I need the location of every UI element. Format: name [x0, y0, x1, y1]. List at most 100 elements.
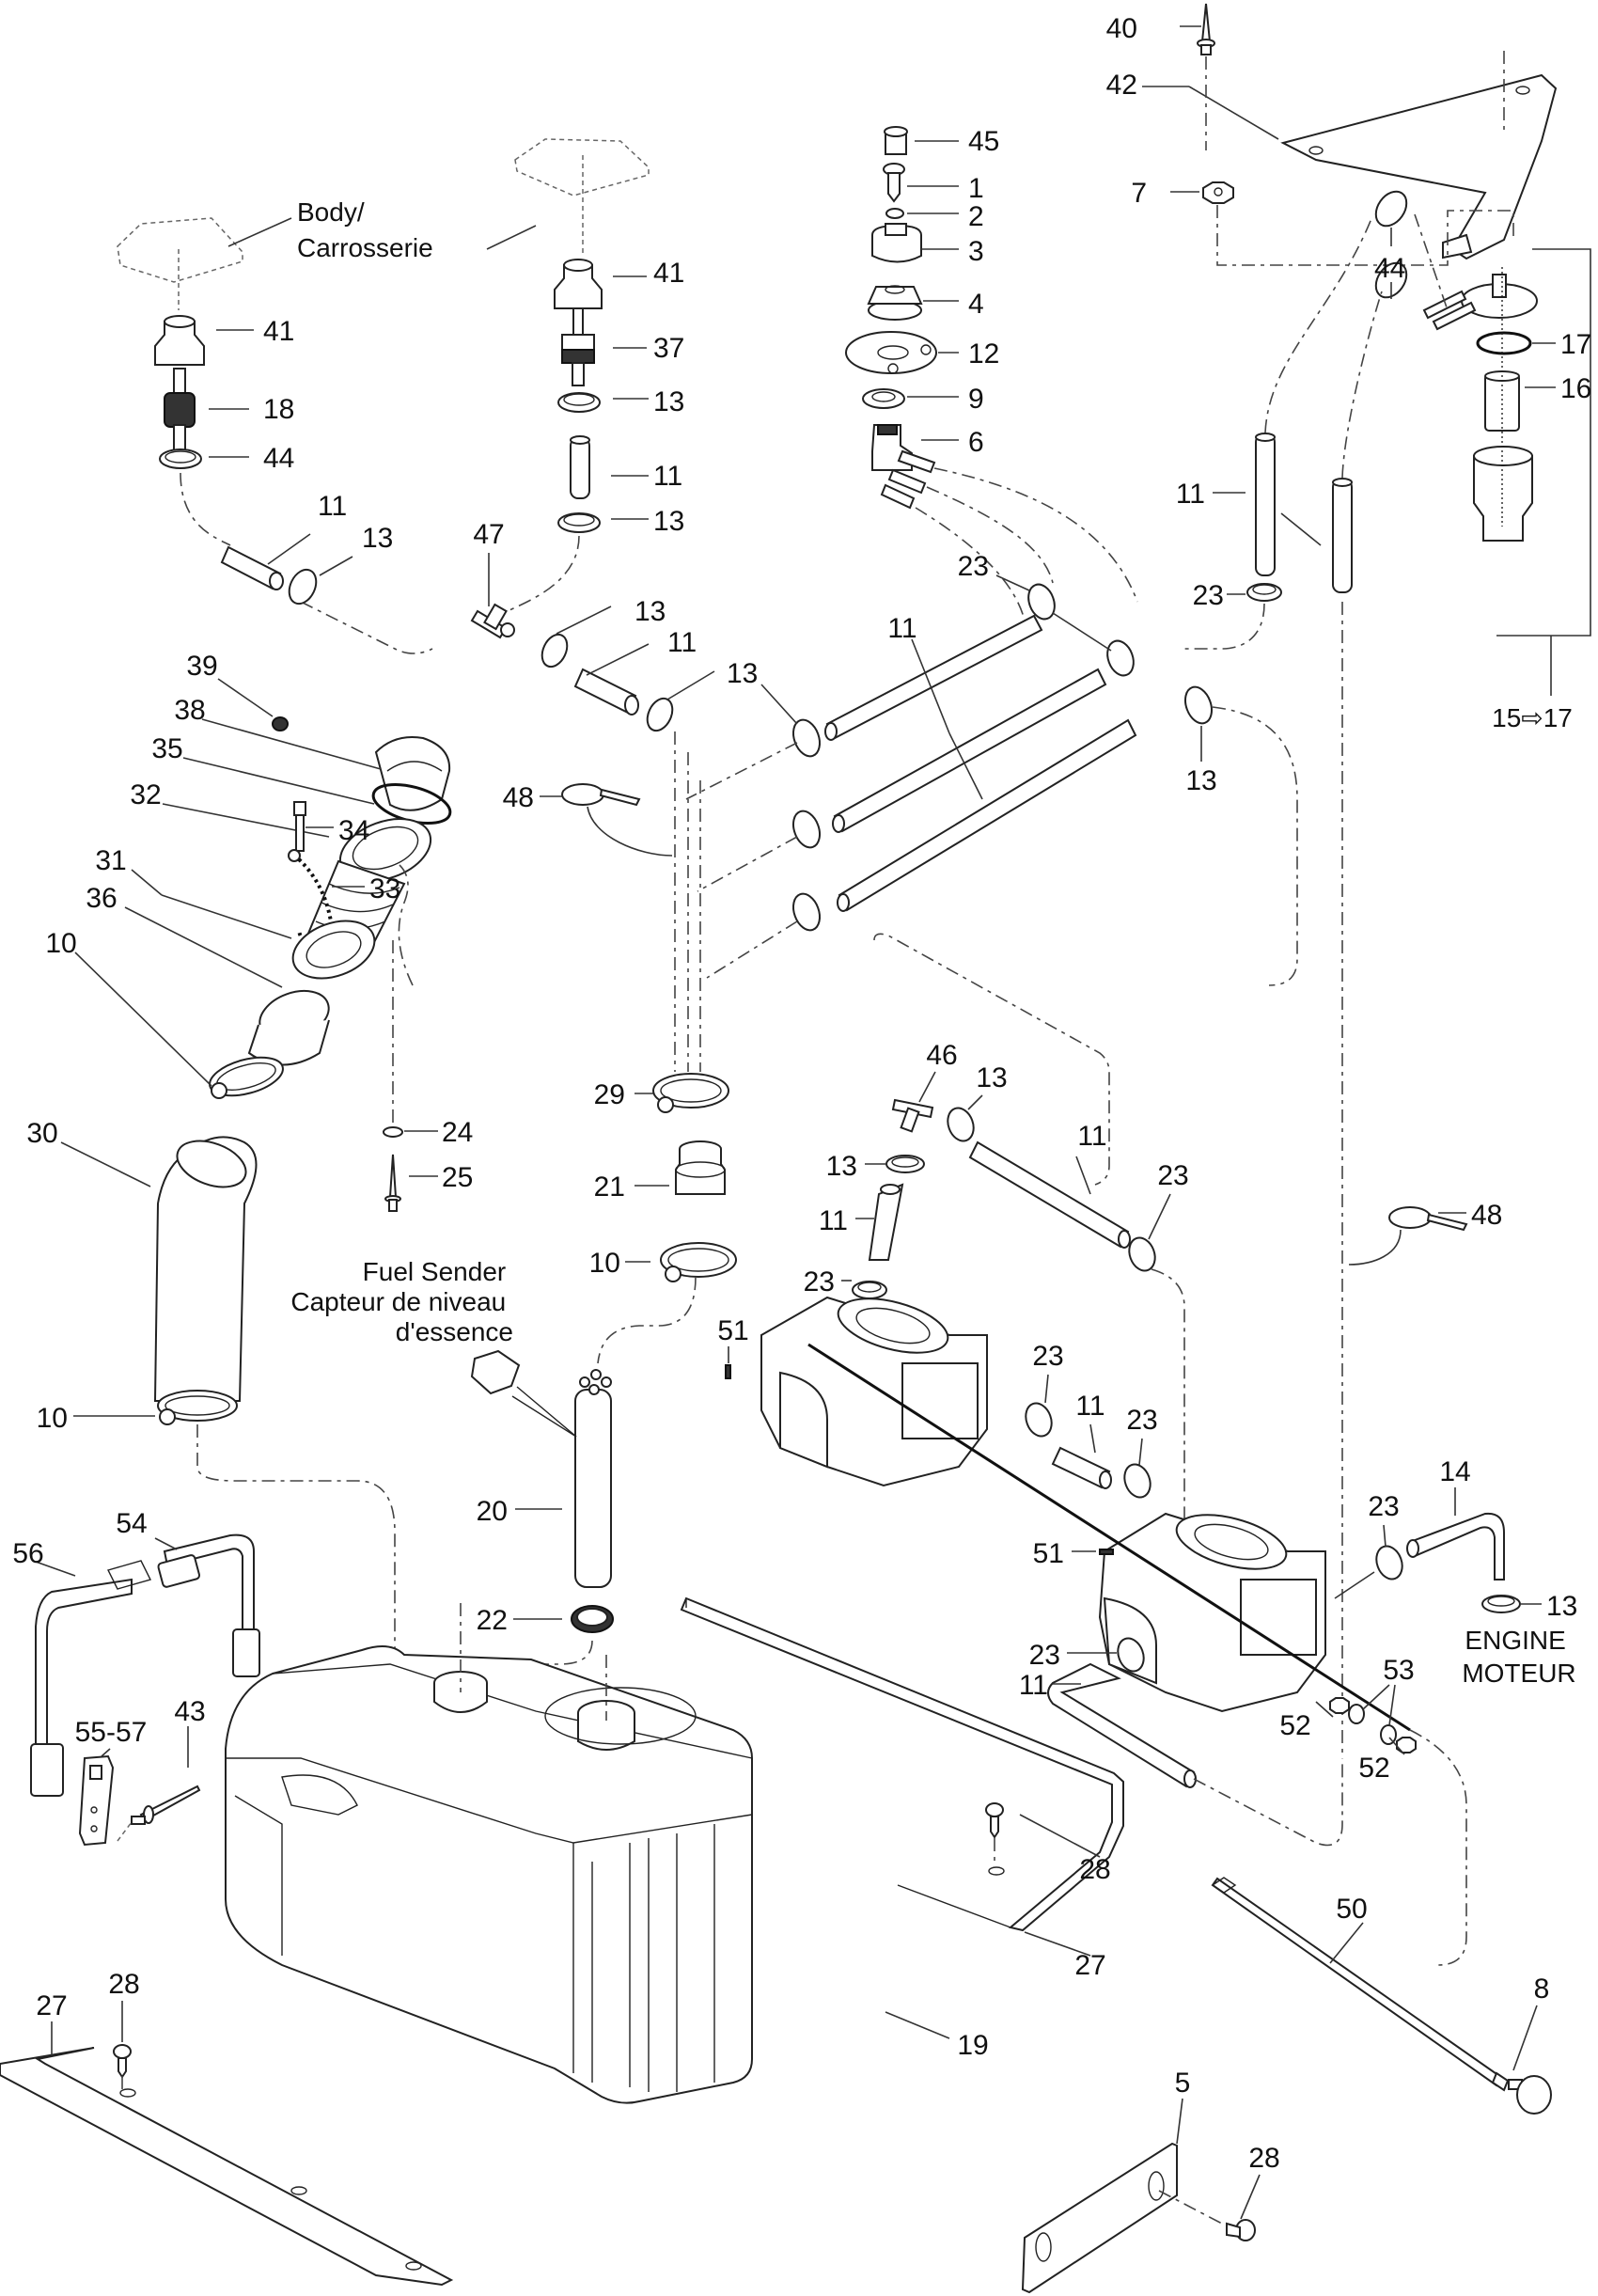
- callout-13-rightstack: 13: [653, 506, 684, 537]
- clamp-10-upper: [209, 1056, 284, 1099]
- range-note: 15⇨17: [1492, 703, 1573, 732]
- clamp-23-e: [1128, 1236, 1156, 1272]
- clamp-23-c: [1106, 639, 1135, 677]
- callout-48-upper: 48: [503, 782, 534, 813]
- callout-7: 7: [1131, 178, 1147, 209]
- callout-9: 9: [968, 384, 984, 415]
- callout-33: 33: [369, 873, 400, 904]
- callout-11-mid: 11: [667, 627, 697, 658]
- clamp-10-lower: [157, 1390, 238, 1425]
- callout-21: 21: [594, 1172, 625, 1203]
- clamp-23-a: [1246, 583, 1282, 602]
- hose-11-between-carbs: [1051, 1446, 1112, 1489]
- callout-8: 8: [1534, 1974, 1550, 2005]
- cable-tie-48-right: [1388, 1206, 1468, 1232]
- callout-34: 34: [338, 815, 369, 846]
- callout-5: 5: [1175, 2068, 1191, 2099]
- check-valve-37: [561, 307, 595, 386]
- callout-41-left: 41: [263, 316, 294, 347]
- callout-45: 45: [968, 126, 999, 157]
- washer-53-a: [1348, 1704, 1365, 1724]
- strap-56: [30, 1560, 152, 1797]
- nut-52-b: [1396, 1737, 1417, 1753]
- bolt-34: [293, 801, 306, 852]
- plate-12: [845, 331, 937, 374]
- callout-20: 20: [477, 1496, 508, 1527]
- clamp-44-upper: [1374, 190, 1408, 228]
- hose-11-long-a: [824, 614, 1043, 741]
- callout-23-between1: 23: [1032, 1341, 1063, 1372]
- hose-14: [1406, 1512, 1505, 1580]
- clamp-13-a: [557, 392, 601, 413]
- grommet-41-right: [554, 259, 603, 309]
- screw-28-left: [113, 2044, 132, 2079]
- carburetor-right: [1098, 1512, 1326, 1713]
- nut-7: [1202, 181, 1234, 204]
- clamp-23-d: [852, 1281, 887, 1299]
- hose-11-bent: [1047, 1662, 1197, 1788]
- callout-11-between: 11: [1075, 1391, 1104, 1422]
- fuel-cap-38: [374, 736, 451, 811]
- nut-52-a: [1329, 1697, 1350, 1714]
- callout-13-mid1: 13: [634, 596, 666, 627]
- gasket-31: [291, 920, 376, 980]
- pin-51-left: [725, 1364, 731, 1379]
- callout-37: 37: [653, 333, 684, 364]
- filter-head: [1422, 274, 1538, 331]
- callout-41-right: 41: [653, 258, 684, 289]
- fill-hose-30: [153, 1136, 258, 1402]
- callout-23-engine: 23: [1368, 1491, 1399, 1522]
- callout-46: 46: [926, 1040, 957, 1071]
- tee-fitting-46: [891, 1098, 934, 1133]
- clamp-23-h: [1375, 1545, 1403, 1580]
- o-ring-17: [1476, 331, 1532, 355]
- screw-1: [883, 163, 905, 203]
- hose-11-mid-diagonal: [573, 668, 639, 716]
- callout-40: 40: [1106, 13, 1137, 44]
- hose-11-long-c: [837, 718, 1137, 912]
- callout-13-engine: 13: [1546, 1591, 1577, 1622]
- fuel-sender-label: Fuel Sender Capteur de niveau d'essence: [290, 1257, 513, 1346]
- callout-44-right: 44: [1374, 253, 1405, 284]
- callout-19: 19: [957, 2030, 988, 2061]
- strap-54: [157, 1533, 260, 1677]
- callout-52-right: 52: [1358, 1753, 1389, 1784]
- callout-11-carbshort: 11: [819, 1205, 848, 1236]
- callout-10-sender: 10: [589, 1248, 620, 1279]
- callout-13-top: 13: [653, 386, 684, 417]
- body-panel-left: [117, 217, 243, 310]
- clamp-29: [652, 1073, 729, 1113]
- fuel-valve-6: [871, 424, 936, 510]
- latch-55-57: [78, 1754, 115, 1847]
- callout-14: 14: [1439, 1456, 1470, 1487]
- grommet-21: [675, 1140, 726, 1195]
- clamp-44-lower: [1374, 261, 1408, 299]
- hose-11-left-diagonal: [220, 545, 284, 590]
- callout-55-57: 55-57: [75, 1717, 148, 1748]
- callout-32: 32: [130, 779, 161, 810]
- hose-11-carb-short: [868, 1183, 904, 1261]
- callout-11-left: 11: [318, 491, 347, 522]
- callout-42: 42: [1106, 70, 1137, 101]
- washer-53-b: [1380, 1724, 1397, 1745]
- callout-17: 17: [1560, 329, 1591, 360]
- bracket-42: [1280, 73, 1558, 260]
- gasket-22: [571, 1605, 614, 1633]
- callout-51-right: 51: [1033, 1538, 1064, 1569]
- screw-28-plate: [1226, 2219, 1256, 2241]
- clamp-13-j: [947, 1107, 975, 1142]
- callout-56: 56: [12, 1538, 43, 1569]
- engine-label: ENGINE MOTEUR: [1462, 1626, 1575, 1688]
- callout-53: 53: [1383, 1655, 1414, 1686]
- callout-39: 39: [186, 651, 217, 682]
- knob-3: [871, 223, 922, 263]
- fuel-sender-20: [574, 1369, 612, 1588]
- body-panel-right: [514, 138, 650, 254]
- clamp-13-h: [791, 892, 822, 932]
- callout-6: 6: [968, 427, 984, 458]
- callout-23-carbdiag: 23: [1157, 1160, 1188, 1191]
- washer-24: [383, 1126, 403, 1138]
- callout-24: 24: [442, 1117, 473, 1148]
- callout-28-plate: 28: [1248, 2143, 1279, 2174]
- callout-23-carbshort: 23: [804, 1266, 835, 1297]
